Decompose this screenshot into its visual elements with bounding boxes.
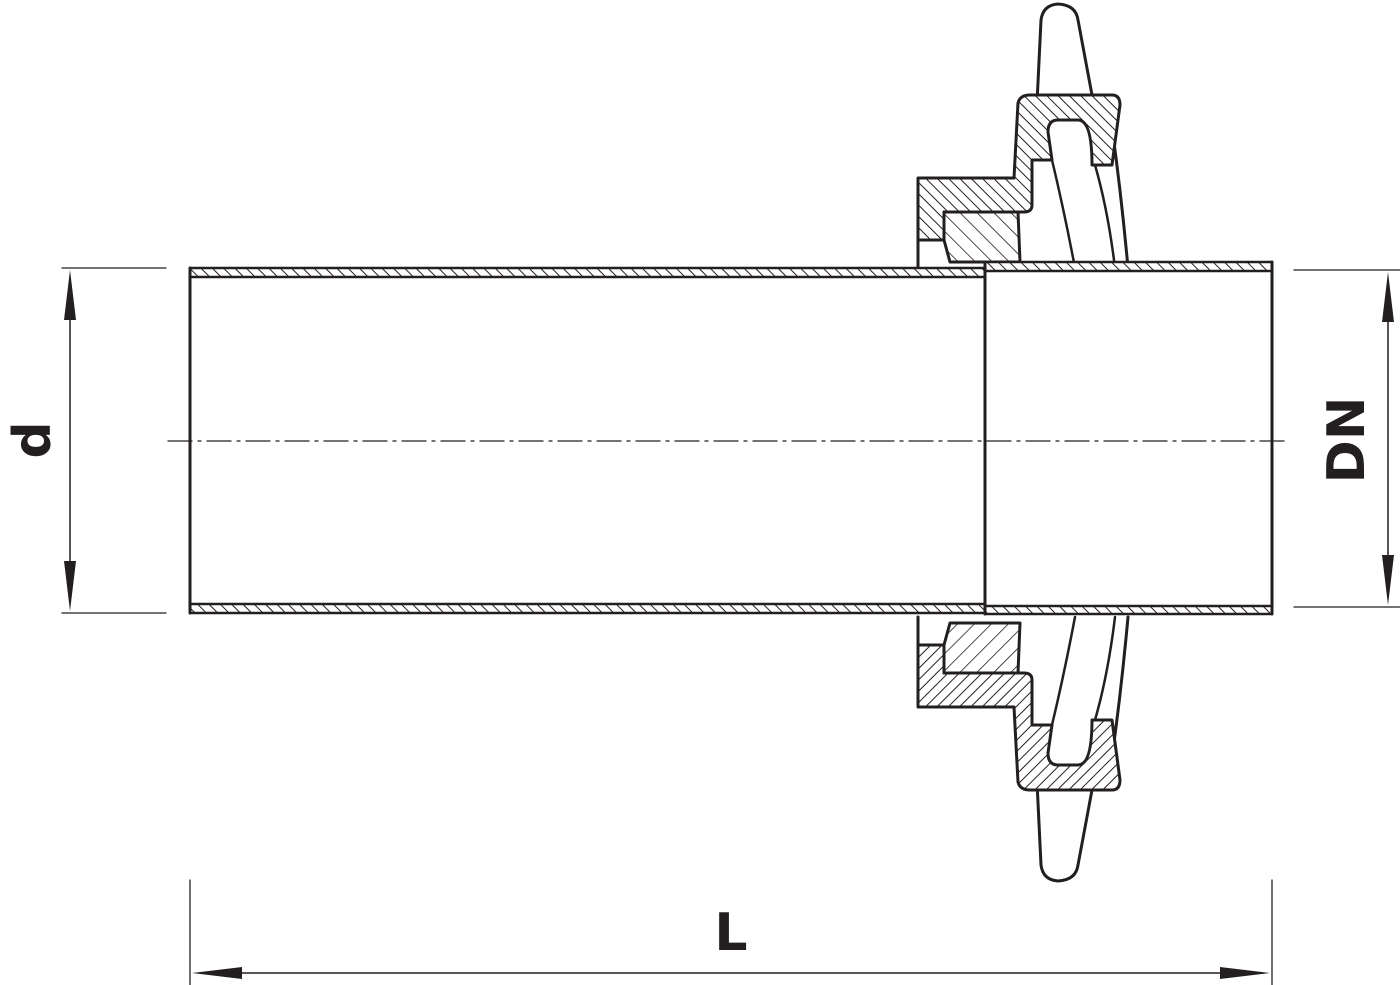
label-d: d: [3, 421, 63, 458]
arrow-dn-bottom: [1382, 555, 1394, 605]
arrow-d-bottom: [64, 561, 76, 611]
dimension-l: [189, 879, 1273, 985]
arrow-d-top: [64, 270, 76, 320]
bolt-lug-top: [1035, 2, 1094, 105]
gland-lower: [916, 615, 1130, 883]
gland-body-upper: [916, 93, 1122, 242]
socket-pipe: [983, 260, 1274, 616]
spigot-wall-top: [188, 266, 987, 279]
seal-ring-lower: [942, 621, 1022, 675]
gland-body-lower: [916, 643, 1122, 792]
gland-upper: [916, 2, 1130, 270]
label-dn: DN: [1317, 397, 1377, 484]
arrow-l-left: [192, 967, 242, 979]
label-l: L: [714, 903, 747, 963]
socket-wall-top: [983, 260, 1274, 273]
arrow-dn-top: [1382, 272, 1394, 322]
socket-wall-bottom: [983, 604, 1274, 616]
spigot-wall-bottom: [188, 602, 987, 615]
arrow-l-right: [1220, 967, 1270, 979]
dimension-d: [61, 267, 167, 614]
dimension-dn: [1293, 269, 1400, 608]
bolt-lug-bottom: [1035, 780, 1094, 883]
seal-ring-upper: [942, 210, 1022, 264]
